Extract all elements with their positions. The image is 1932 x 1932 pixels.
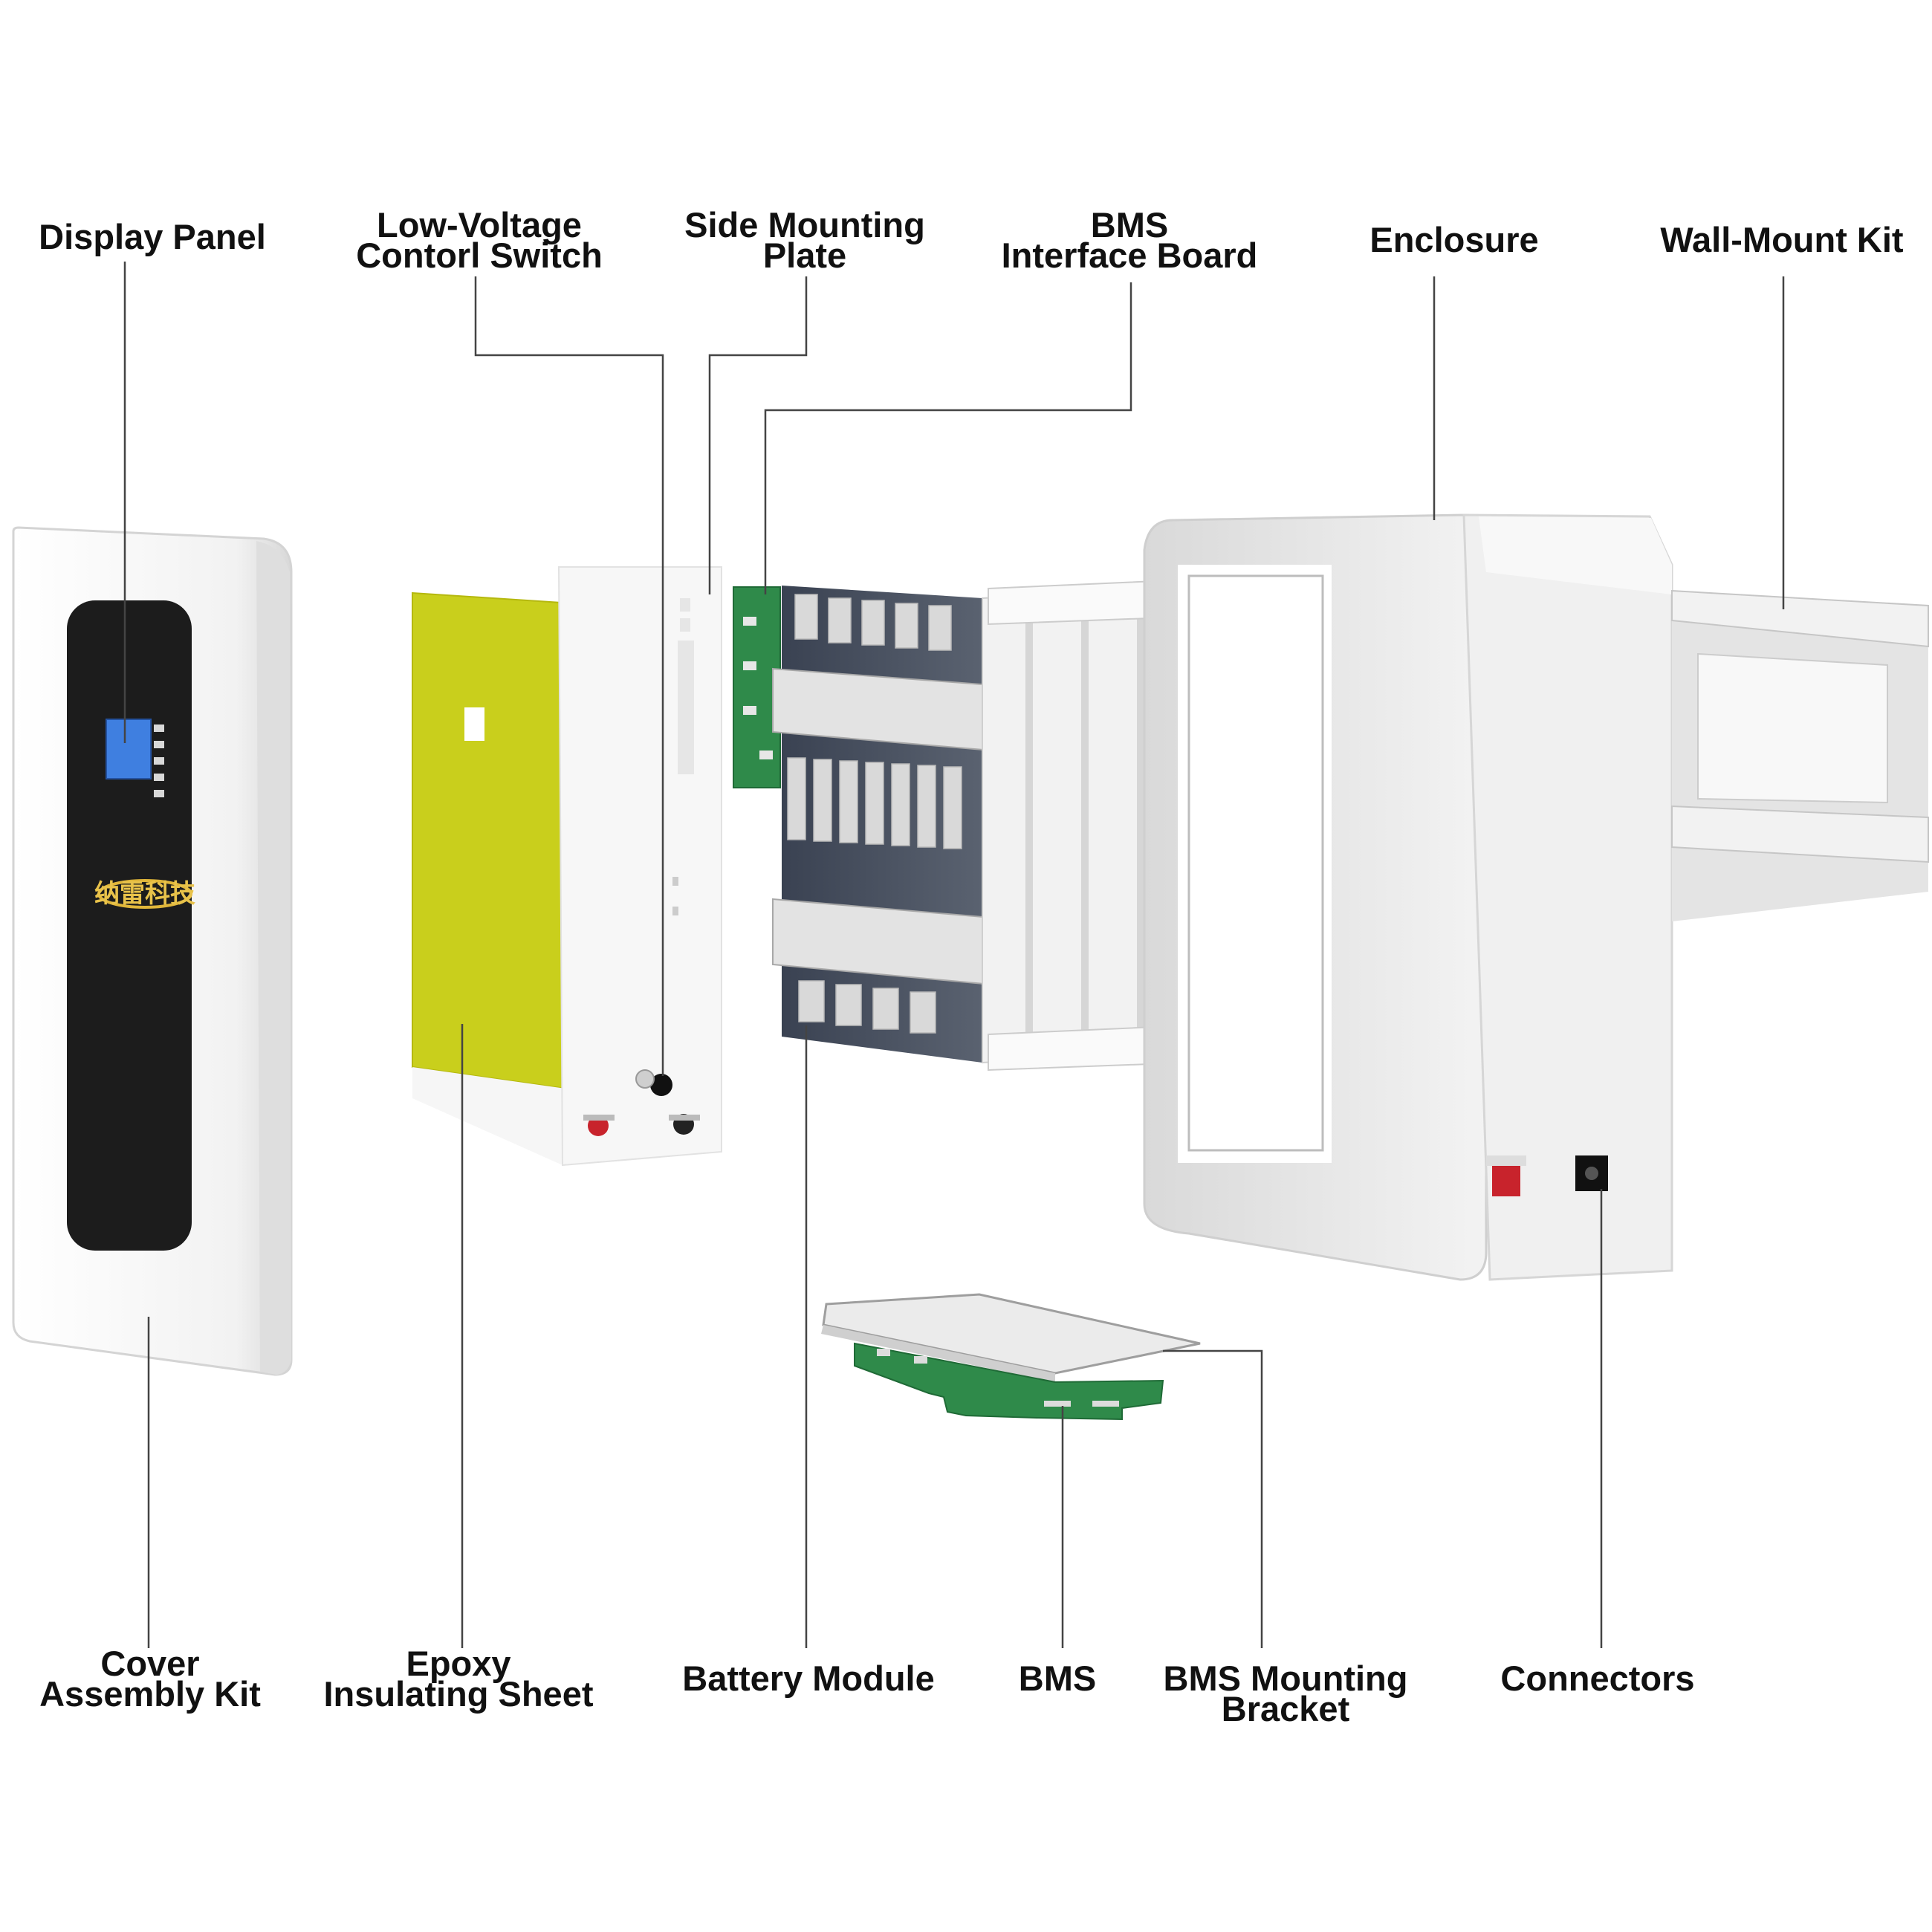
bms-mounting-bracket xyxy=(821,1293,1201,1382)
battery-module xyxy=(772,578,1190,1072)
label-enclosure: Enclosure xyxy=(1369,220,1539,259)
low-voltage-switch-knob xyxy=(650,1074,672,1096)
leader-side-mounting-plate xyxy=(708,276,808,594)
label-wall-mount-kit: Wall-Mount Kit xyxy=(1660,220,1904,259)
leader-low-voltage-switch xyxy=(474,276,664,1076)
enclosure-terminal-black-icon xyxy=(1575,1155,1608,1191)
display-window xyxy=(67,600,192,1251)
label-display-panel: Display Panel xyxy=(39,217,266,256)
brand-logo: 纳雷科技 xyxy=(94,879,195,909)
lcd-screen-icon xyxy=(106,719,152,779)
enclosure-terminal-red-icon xyxy=(1486,1155,1526,1196)
cover-assembly-kit: 纳雷科技 xyxy=(12,526,293,1376)
bms-board xyxy=(854,1342,1164,1421)
label-cover-assembly-kit: Cover Assembly Kit xyxy=(39,1644,261,1714)
label-bms-interface-board: BMS Interface Board xyxy=(1001,205,1258,275)
side-mounting-plate xyxy=(412,566,722,1167)
wall-mount-kit xyxy=(1671,589,1929,921)
label-bms-mounting-bracket: BMS Mounting Bracket xyxy=(1163,1659,1408,1728)
enclosure xyxy=(1143,513,1673,1281)
label-side-mounting-plate: Side Mounting Plate xyxy=(684,205,925,275)
label-low-voltage-switch: Low-Voltage Contorl Switch xyxy=(356,205,603,275)
leader-bms-interface-board xyxy=(764,282,1132,594)
plate-terminal-black xyxy=(669,1114,700,1135)
plate-terminal-red xyxy=(583,1115,615,1136)
label-epoxy-insulating-sheet: Epoxy Insulating Sheet xyxy=(323,1644,594,1714)
display-buttons-icon xyxy=(154,724,164,797)
leader-bms-mounting-bracket xyxy=(1163,1349,1263,1648)
label-bms: BMS xyxy=(1018,1659,1097,1698)
leader-lines xyxy=(123,262,1785,1648)
label-battery-module: Battery Module xyxy=(682,1659,935,1698)
svg-text:纳雷科技: 纳雷科技 xyxy=(94,879,195,909)
label-connectors: Connectors xyxy=(1500,1659,1695,1698)
